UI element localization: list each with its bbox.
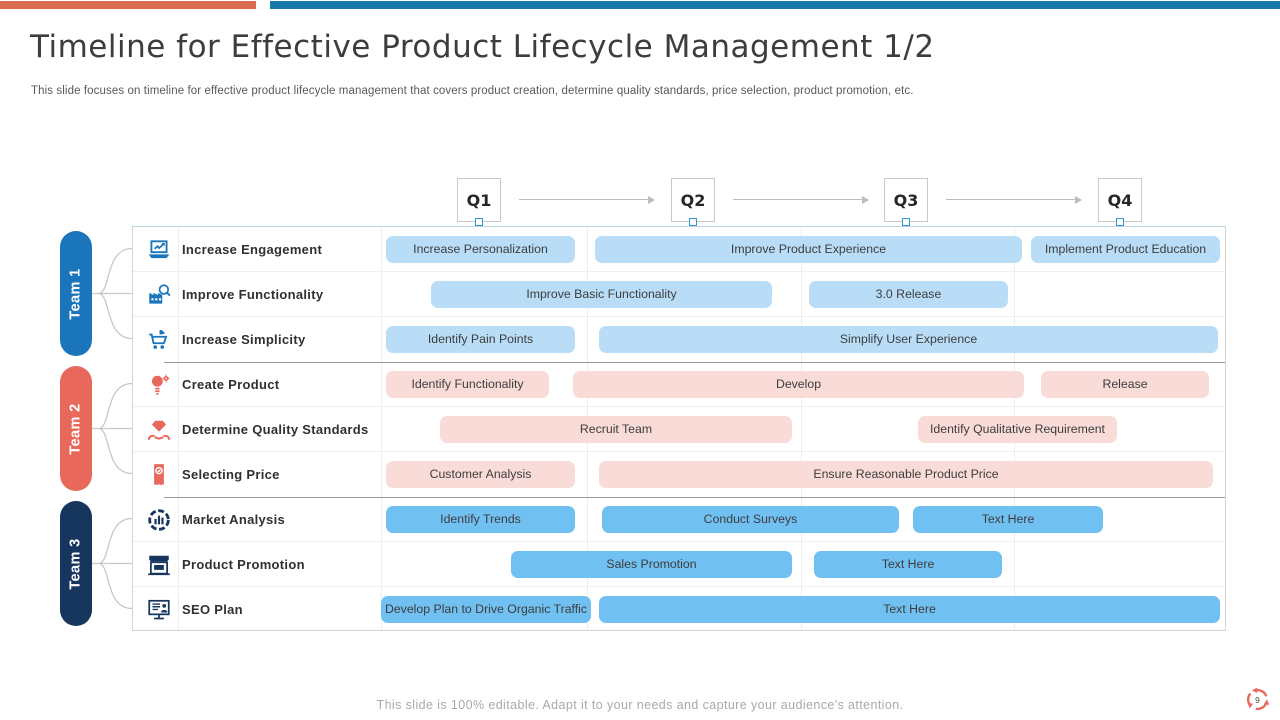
row-label: Create Product — [182, 377, 280, 392]
top-accent-bar-right — [270, 1, 1280, 9]
shopping-cart-icon — [141, 326, 177, 353]
team-pill-2[interactable]: Team 2 — [60, 366, 92, 491]
row-label: Market Analysis — [182, 512, 286, 527]
page-number: 9 — [1255, 695, 1260, 705]
seo-monitor-icon — [141, 596, 177, 623]
circular-arrows-icon — [1246, 687, 1270, 711]
page-title: Timeline for Effective Product Lifecycle… — [30, 29, 935, 65]
quarter-gridline — [801, 227, 802, 630]
quarter-header: Q1 Q2 Q3 Q4 — [132, 175, 1226, 227]
timeline-row: Selecting Price Customer Analysis Ensure R… — [133, 452, 1225, 497]
team-pill-1[interactable]: Team 1 — [60, 231, 92, 356]
quarter-connector-handle[interactable] — [902, 218, 910, 226]
team-pill-label: Team 1 — [68, 267, 85, 320]
quarter-connector-handle[interactable] — [475, 218, 483, 226]
timeline-bar[interactable]: Conduct Surveys — [602, 506, 899, 533]
quarter-box-q3[interactable]: Q3 — [884, 178, 928, 222]
team-pill-label: Team 2 — [68, 402, 85, 455]
timeline-bar[interactable]: Increase Personalization — [386, 236, 575, 263]
timeline-bar[interactable]: Customer Analysis — [386, 461, 575, 488]
column-divider — [178, 227, 179, 630]
timeline-row: Market Analysis Identify Trends Conduct Su… — [133, 497, 1225, 542]
laptop-chart-icon — [141, 236, 177, 263]
storefront-icon — [141, 551, 177, 578]
timeline-bar[interactable]: Ensure Reasonable Product Price — [599, 461, 1213, 488]
timeline-row: Product Promotion Sales Promotion Text Her… — [133, 542, 1225, 587]
timeline-bar[interactable]: Improve Basic Functionality — [431, 281, 772, 308]
quarter-arrow — [946, 195, 1082, 204]
timeline-bar[interactable]: Identify Qualitative Requirement — [918, 416, 1117, 443]
team-brace-connector — [92, 382, 132, 475]
quarter-arrow — [733, 195, 869, 204]
quarter-box-q4[interactable]: Q4 — [1098, 178, 1142, 222]
timeline-row: Increase Simplicity Identify Pain Points S… — [133, 317, 1225, 362]
price-tag-icon — [141, 461, 177, 488]
row-label: Selecting Price — [182, 467, 280, 482]
timeline-row: Create Product Identify Functionality Deve… — [133, 362, 1225, 407]
team-brace-connector — [92, 517, 132, 610]
quarter-arrow — [519, 195, 655, 204]
team-group-divider — [164, 497, 1225, 498]
team-pill-3[interactable]: Team 3 — [60, 501, 92, 626]
timeline-bar[interactable]: Identify Pain Points — [386, 326, 575, 353]
timeline-table: Increase Engagement Increase Personalizat… — [132, 226, 1226, 631]
row-label: Improve Functionality — [182, 287, 324, 302]
page-subtitle: This slide focuses on timeline for effec… — [31, 85, 914, 97]
timeline-bar[interactable]: Simplify User Experience — [599, 326, 1218, 353]
timeline-bar[interactable]: Identify Trends — [386, 506, 575, 533]
row-label: Increase Engagement — [182, 242, 323, 257]
row-label: Increase Simplicity — [182, 332, 306, 347]
timeline-bar[interactable]: Sales Promotion — [511, 551, 792, 578]
row-label: SEO Plan — [182, 602, 243, 617]
market-chart-icon — [141, 506, 177, 533]
top-accent-bar-left — [0, 1, 256, 9]
timeline-bar[interactable]: Text Here — [814, 551, 1002, 578]
timeline-bar[interactable]: Text Here — [599, 596, 1220, 623]
timeline-row: Increase Engagement Increase Personalizat… — [133, 227, 1225, 272]
quarter-connector-handle[interactable] — [1116, 218, 1124, 226]
timeline-bar[interactable]: 3.0 Release — [809, 281, 1008, 308]
team-group-divider — [164, 362, 1225, 363]
factory-magnifier-icon — [141, 281, 177, 308]
timeline-row: Determine Quality Standards Recruit Team I… — [133, 407, 1225, 452]
hands-diamond-icon — [141, 416, 177, 443]
timeline-row: Improve Functionality Improve Basic Funct… — [133, 272, 1225, 317]
timeline-bar[interactable]: Release — [1041, 371, 1209, 398]
timeline-bar[interactable]: Text Here — [913, 506, 1103, 533]
timeline-bar[interactable]: Recruit Team — [440, 416, 792, 443]
column-divider — [381, 227, 382, 630]
timeline-bar[interactable]: Implement Product Education — [1031, 236, 1220, 263]
quarter-connector-handle[interactable] — [689, 218, 697, 226]
timeline-bar[interactable]: Improve Product Experience — [595, 236, 1022, 263]
team-brace-connector — [92, 247, 132, 340]
row-label: Determine Quality Standards — [182, 422, 369, 437]
page-number-badge: 9 — [1244, 686, 1271, 713]
timeline-row: SEO Plan Develop Plan to Drive Organic Tr… — [133, 587, 1225, 632]
timeline-bar[interactable]: Develop — [573, 371, 1024, 398]
timeline-bar[interactable]: Identify Functionality — [386, 371, 549, 398]
idea-bulb-icon — [141, 371, 177, 398]
timeline-bar[interactable]: Develop Plan to Drive Organic Traffic — [381, 596, 591, 623]
quarter-box-q1[interactable]: Q1 — [457, 178, 501, 222]
quarter-box-q2[interactable]: Q2 — [671, 178, 715, 222]
footer-note: This slide is 100% editable. Adapt it to… — [376, 698, 904, 712]
row-label: Product Promotion — [182, 557, 305, 572]
team-pill-label: Team 3 — [68, 537, 85, 590]
